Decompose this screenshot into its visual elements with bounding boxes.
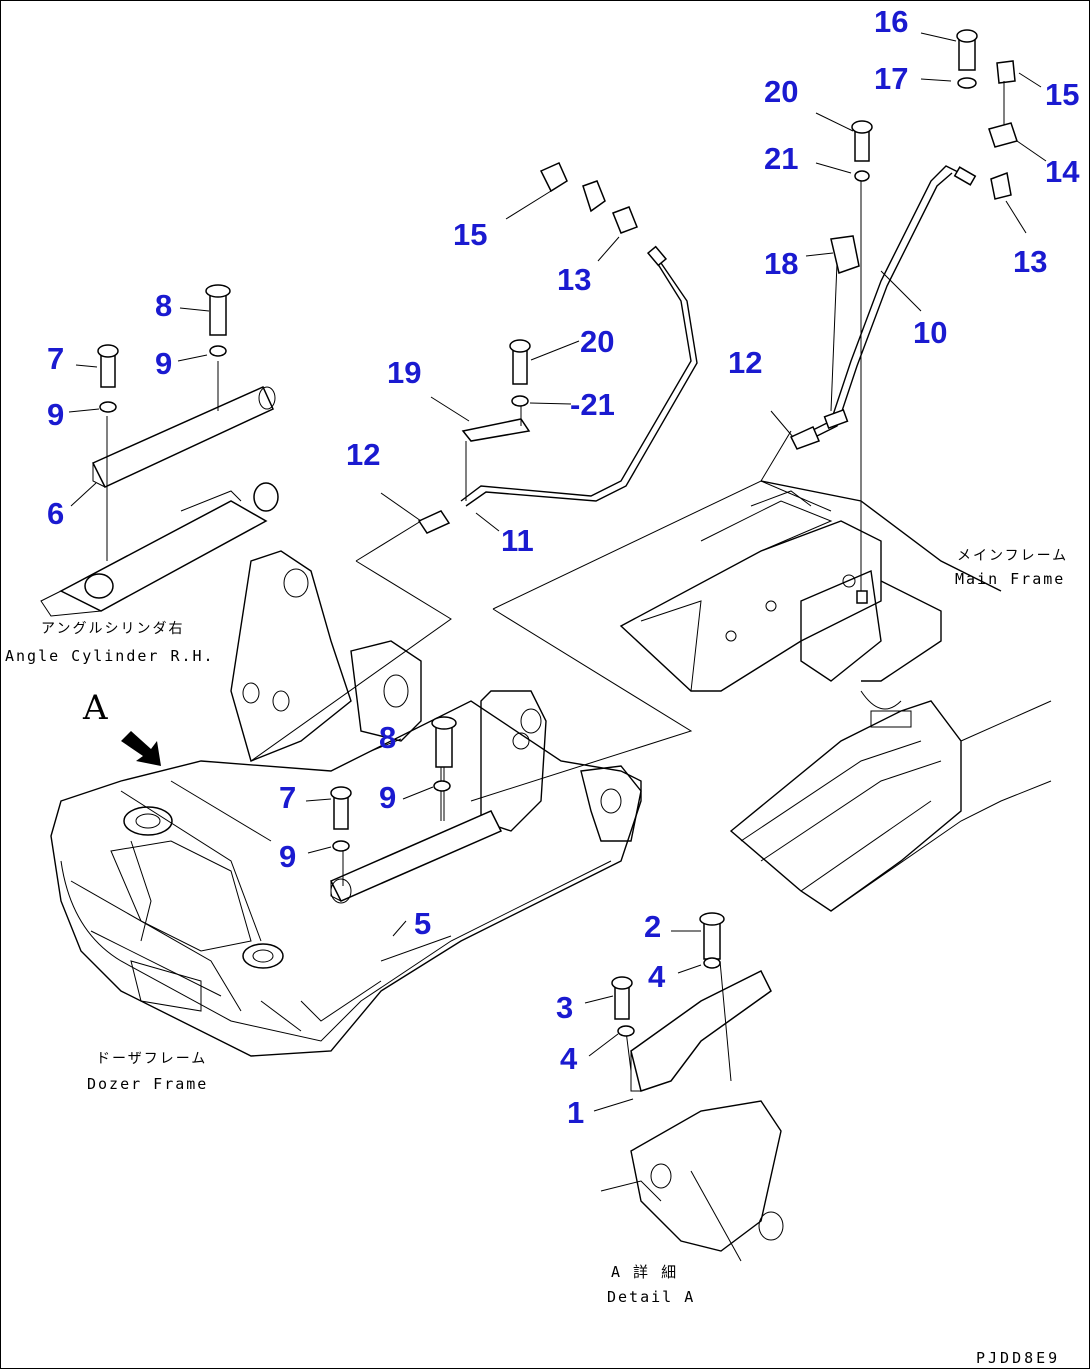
callout-9: 9 [379,780,397,815]
callout-3: 3 [556,990,574,1025]
callout-2: 2 [644,909,662,944]
callout-19: 19 [387,355,422,390]
callout-18: 18 [764,246,799,281]
guide-lines [250,430,832,802]
callout-4: 4 [648,959,666,994]
dozer-frame-label-en: Dozer Frame [87,1075,209,1093]
callout-11: 11 [501,523,534,558]
callout-21: -21 [570,387,615,422]
main-frame-label-en: Main Frame [955,570,1066,588]
callout-20: 20 [580,324,615,359]
callout-17: 17 [874,61,909,96]
callout-8: 8 [379,720,397,755]
callout-21: 21 [764,141,799,176]
callout-15: 15 [1045,77,1080,112]
bracket-19 [461,339,531,501]
cover-5 [329,751,503,904]
callout-5: 5 [414,906,432,941]
callout-12: 12 [346,437,381,472]
leader-lines [68,32,1047,1112]
hose-10 [800,165,977,442]
drawing-code: PJDD8E9 [976,1349,1061,1367]
callout-1: 1 [567,1095,585,1130]
callout-9: 9 [47,397,65,432]
callout-12: 12 [728,345,763,380]
callout-7: 7 [47,341,65,376]
bolts-16-17-upper-right [830,29,1018,274]
view-arrow-a [121,731,161,766]
view-letter-a: A [83,688,108,728]
angle-cylinder-label-en: Angle Cylinder R.H. [5,647,215,665]
callout-4: 4 [560,1041,578,1076]
fittings-13-15-mid [539,162,638,234]
angle-cylinder-label-jp: アングルシリンダ右 [41,621,185,637]
dozer-frame-outline [50,700,642,1057]
callout-20: 20 [764,74,799,109]
angle-cylinder [40,482,279,617]
hose-11 [460,245,698,507]
detail-a-label-en: Detail A [607,1288,696,1306]
detail-a-assembly [600,912,784,1262]
main-frame-label-jp: メインフレーム [957,548,1069,564]
callout-14: 14 [1045,154,1080,189]
detail-a-label-jp: A 詳 細 [611,1263,679,1281]
callout-10: 10 [913,315,948,350]
bolts-7-8-9-upper [97,284,231,413]
main-frame [619,181,1002,692]
callout-13: 13 [1013,244,1048,279]
callout-13: 13 [557,262,592,297]
track-frame [729,690,1052,912]
dozer-frame-label-jp: ドーザフレーム [96,1051,208,1067]
callout-7: 7 [279,780,297,815]
fittings-12 [380,410,821,534]
callout-8: 8 [155,288,173,323]
callout-6: 6 [47,496,65,531]
callout-16: 16 [874,4,909,39]
callout-9: 9 [279,839,297,874]
cover-6 [91,361,276,561]
callout-15: 15 [453,217,488,252]
bolts-7-8-9-lower [330,716,457,852]
callout-9: 9 [155,346,173,381]
